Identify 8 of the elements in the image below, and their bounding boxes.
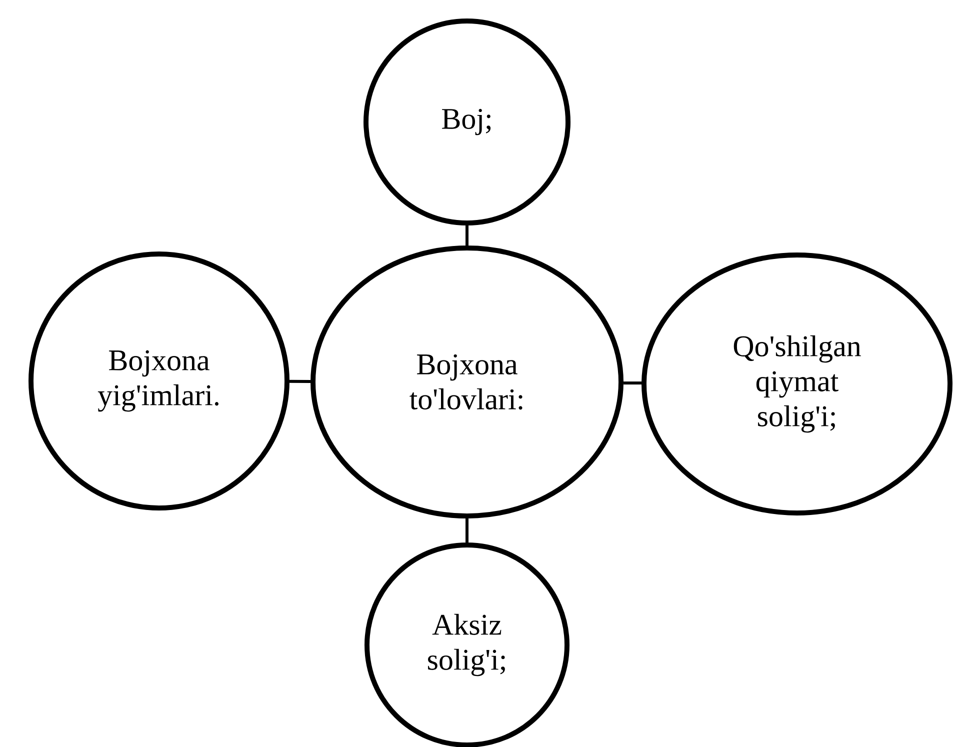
ellipse-node: Qo'shilgan qiymat solig'i; (642, 252, 952, 516)
ellipse-node: Boj; (364, 18, 570, 226)
connector-line (466, 518, 468, 542)
ellipse-node: Bojxona yig'imlari. (28, 252, 290, 510)
connector-line (290, 380, 311, 383)
connector-line (623, 381, 642, 385)
connector-line (466, 226, 468, 246)
ellipse-node: Bojxona to'lovlari: (310, 245, 624, 518)
